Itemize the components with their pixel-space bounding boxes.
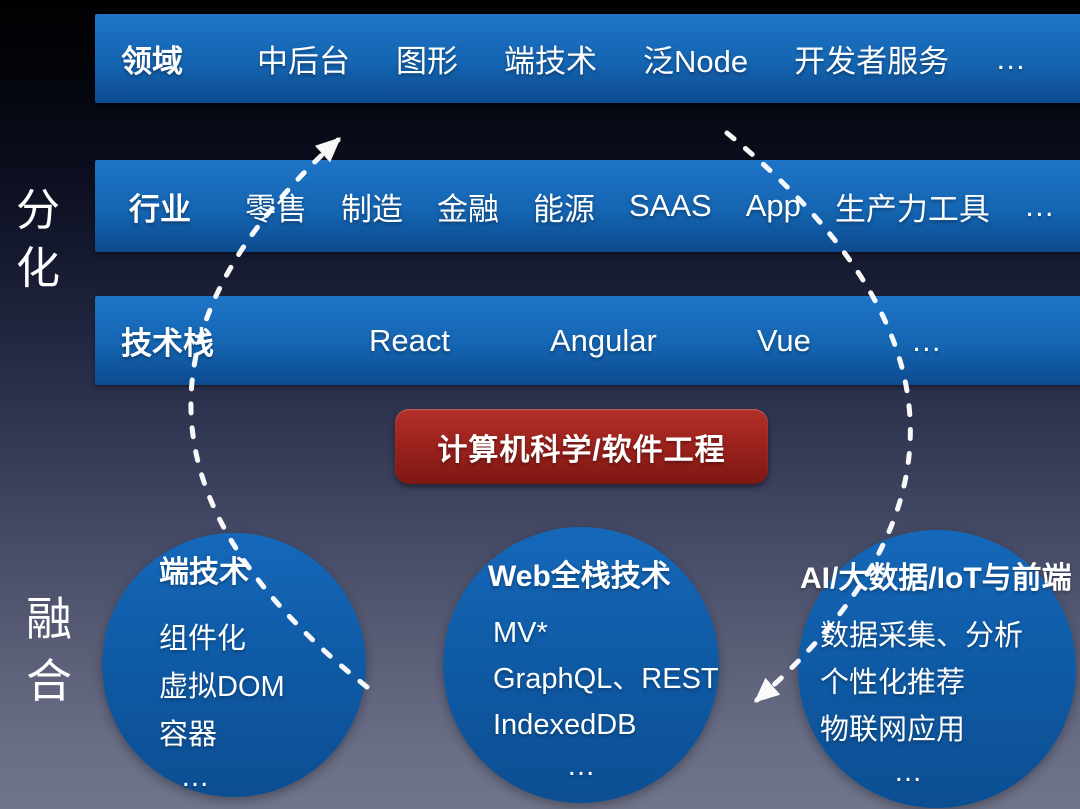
circle-item: IndexedDB — [493, 709, 637, 741]
ellipsis: … — [1023, 188, 1055, 223]
circle-title: AI/大数据/IoT与前端 — [800, 562, 1072, 595]
ellipsis: … — [893, 756, 923, 788]
industry-item: App — [745, 188, 801, 223]
fusion-circle-client-tech: 端技术 组件化虚拟DOM 容器 … — [102, 533, 366, 797]
circle-item: GraphQL、REST — [493, 663, 719, 695]
core-discipline-label: 计算机科学/软件工程 — [437, 433, 726, 467]
circle-item: MV* — [493, 617, 548, 649]
convergence-label: 融合 — [26, 593, 72, 707]
tech-stack-item: Angular — [549, 322, 657, 358]
industry-bar-label: 行业 — [129, 191, 191, 227]
ellipsis: … — [995, 40, 1027, 76]
industry-item: SAAS — [629, 188, 712, 223]
core-discipline-box: 计算机科学/软件工程 — [395, 409, 768, 484]
domain-item: 开发者服务 — [794, 44, 950, 79]
circle-title: Web全栈技术 — [488, 560, 671, 593]
circle-items: MV* GraphQL、REST IndexedDB — [493, 610, 719, 748]
tech-stack-bar: 技术栈 React Angular Vue … — [95, 296, 1080, 385]
divergence-label: 分化 — [16, 186, 60, 293]
domain-bar: 领域 中后台 图形 端技术 泛Node 开发者服务 … — [95, 14, 1080, 103]
circle-item: 数据采集、分析 — [820, 620, 1024, 652]
circle-item: 容器 — [159, 719, 218, 751]
tech-stack-bar-label: 技术栈 — [121, 326, 214, 361]
circle-items: 数据采集、分析个性化推荐物联网应用 — [820, 613, 1076, 754]
domain-item: 端技术 — [504, 44, 597, 79]
industry-bar: 行业 零售制造金融能源 SAAS App 生产力工具 … — [95, 160, 1080, 252]
circle-item: 物联网应用 — [820, 714, 966, 746]
circle-title: 端技术 — [159, 556, 249, 589]
fusion-circle-web-fullstack: Web全栈技术 MV* GraphQL、REST IndexedDB … — [443, 527, 719, 803]
ellipsis: … — [566, 750, 596, 782]
ellipsis: … — [910, 322, 942, 358]
circle-items: 组件化虚拟DOM 容器 — [159, 615, 366, 759]
tech-stack-item: React — [369, 322, 450, 358]
circle-item: 个性化推荐 — [820, 667, 966, 699]
industry-item: 零售 — [245, 191, 307, 227]
industry-item: 制造 — [341, 191, 403, 227]
industry-item: 能源 — [533, 191, 595, 227]
domain-item: 泛Node — [643, 44, 749, 79]
circle-item: 组件化 — [159, 623, 247, 655]
domain-bar-label: 领域 — [121, 44, 183, 79]
domain-item: 中后台 — [257, 44, 350, 79]
domain-item: 图形 — [396, 44, 458, 79]
industry-item: 金融 — [437, 191, 499, 227]
industry-item: 生产力工具 — [834, 191, 990, 227]
circle-item: 虚拟DOM — [159, 671, 285, 703]
fusion-circle-ai-bigdata-iot: AI/大数据/IoT与前端 数据采集、分析个性化推荐物联网应用 … — [798, 530, 1076, 808]
tech-stack-item: Vue — [756, 322, 811, 358]
ellipsis: … — [180, 761, 210, 793]
